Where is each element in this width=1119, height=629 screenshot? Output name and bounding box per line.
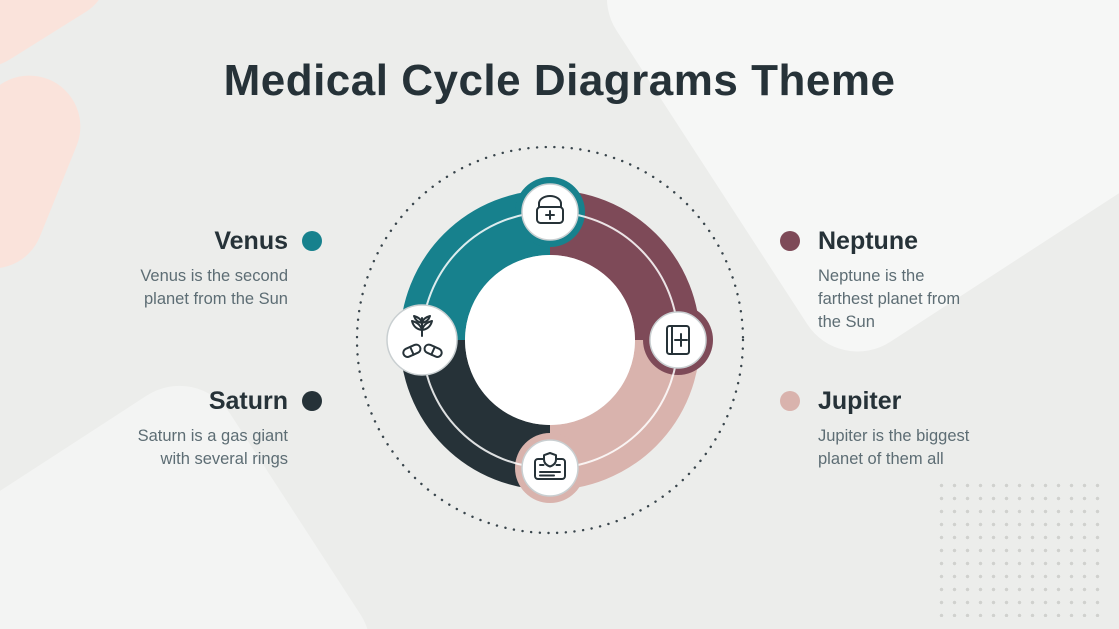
entry-neptune-dot bbox=[780, 231, 800, 251]
entry-saturn-description: Saturn is a gas giant with several rings bbox=[96, 425, 288, 471]
inner-disc bbox=[465, 255, 635, 425]
medical-id-card-icon bbox=[521, 439, 579, 497]
entry-venus: Venus Venus is the second planet from th… bbox=[96, 226, 322, 311]
entry-saturn-name: Saturn bbox=[208, 387, 288, 415]
entry-venus-name: Venus bbox=[214, 227, 288, 255]
description-line: the Sun bbox=[818, 313, 875, 331]
dotted-ring bbox=[355, 145, 745, 535]
entry-saturn-heading: Saturn bbox=[96, 386, 322, 416]
cream-jar-icon bbox=[521, 183, 579, 241]
slide-title: Medical Cycle Diagrams Theme bbox=[223, 56, 896, 105]
entry-jupiter-description: Jupiter is the biggest planet of them al… bbox=[818, 425, 1026, 471]
description-line: Jupiter is the biggest bbox=[818, 427, 970, 445]
entry-saturn: Saturn Saturn is a gas giant with severa… bbox=[96, 386, 322, 471]
entry-neptune-heading: Neptune bbox=[780, 226, 1026, 256]
herbal-pills-icon bbox=[386, 304, 458, 376]
entry-neptune-description: Neptune is the farthest planet from the … bbox=[818, 265, 1026, 334]
description-line: planet of them all bbox=[818, 450, 944, 468]
entry-saturn-dot bbox=[302, 391, 322, 411]
dot-grid-bottom-right bbox=[935, 479, 1103, 617]
description-line: Neptune is the bbox=[818, 267, 925, 285]
entry-venus-dot bbox=[302, 231, 322, 251]
entry-neptune: Neptune Neptune is the farthest planet f… bbox=[780, 226, 1026, 334]
description-line: farthest planet from bbox=[818, 290, 961, 308]
cycle-diagram bbox=[355, 145, 745, 535]
description-line: Saturn is a gas giant bbox=[137, 427, 288, 445]
entry-venus-heading: Venus bbox=[96, 226, 322, 256]
entry-jupiter-dot bbox=[780, 391, 800, 411]
entry-venus-description: Venus is the second planet from the Sun bbox=[96, 265, 288, 311]
description-line: Venus is the second bbox=[140, 267, 288, 285]
description-line: planet from the Sun bbox=[143, 290, 288, 308]
entry-neptune-name: Neptune bbox=[818, 227, 918, 255]
entry-jupiter-name: Jupiter bbox=[818, 387, 902, 415]
entry-jupiter: Jupiter Jupiter is the biggest planet of… bbox=[780, 386, 1026, 471]
description-line: with several rings bbox=[160, 450, 288, 468]
medical-book-icon bbox=[649, 311, 707, 369]
entry-jupiter-heading: Jupiter bbox=[780, 386, 1026, 416]
